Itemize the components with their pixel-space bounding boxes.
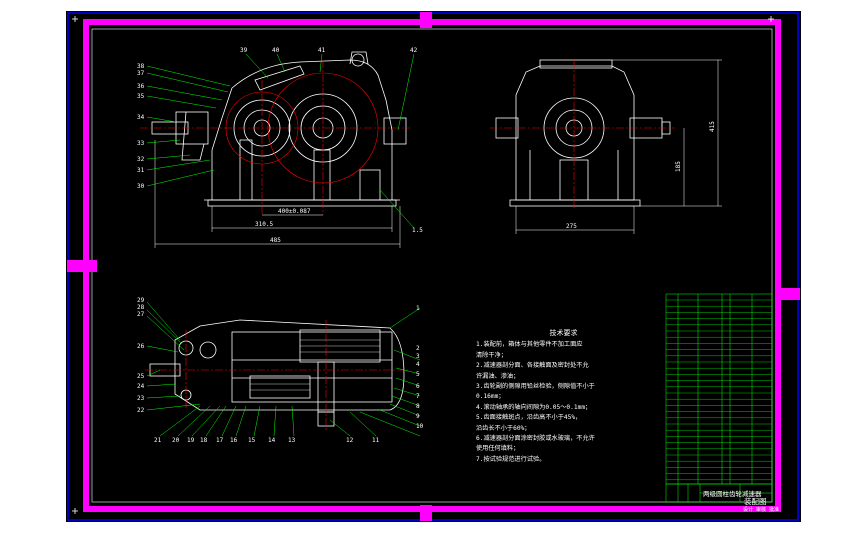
label-41: 41 [318, 47, 326, 54]
centring-mark-bottom [420, 505, 432, 521]
label-27: 27 [137, 311, 145, 318]
label-9: 9 [416, 413, 420, 420]
title-block-drawing-name: 装配图 [744, 497, 767, 506]
title-block-title: 两级圆柱齿轮减速器 [703, 490, 762, 498]
label-7: 7 [416, 393, 420, 400]
front-dim-center-distance: 400±0.087 [278, 208, 311, 215]
parts-list-rows [666, 299, 772, 480]
note-line: 沿齿长不小于60%； [476, 424, 531, 432]
label-33: 33 [137, 140, 145, 147]
technical-notes-title: 技术要求 [549, 329, 578, 337]
label-4: 4 [416, 361, 420, 368]
front-dim-width: 310.5 [255, 221, 273, 228]
label-26: 26 [137, 343, 145, 350]
note-line: 0.16mm； [476, 393, 505, 401]
label-20: 20 [172, 437, 180, 444]
label-39: 39 [240, 47, 248, 54]
label-17: 17 [216, 437, 224, 444]
label-30: 30 [137, 183, 145, 190]
note-line: 4.滚动轴承的轴向间隙为0.05～0.1mm； [476, 403, 592, 411]
label-12: 12 [346, 437, 354, 444]
label-5: 5 [416, 371, 420, 378]
title-block [665, 483, 773, 503]
label-24: 24 [137, 383, 145, 390]
note-line: 7.按试验规范进行试验。 [476, 455, 546, 463]
label-25: 25 [137, 373, 145, 380]
note-line: 清除干净； [476, 351, 507, 359]
label-29: 29 [137, 297, 145, 304]
label-19: 19 [187, 437, 195, 444]
label-1: 1 [416, 305, 420, 312]
label-36: 36 [137, 83, 145, 90]
label-2: 2 [416, 345, 420, 352]
note-line: 3.齿轮副的侧隙用铅丝检验，侧隙值不小于 [476, 383, 595, 391]
label-11: 11 [372, 437, 380, 444]
label-38: 38 [137, 63, 145, 70]
label-21: 21 [154, 437, 162, 444]
label-1-5: 1.5 [412, 227, 423, 234]
label-8: 8 [416, 403, 420, 410]
label-32: 32 [137, 156, 145, 163]
label-42: 42 [410, 47, 418, 54]
front-dim-length: 485 [270, 237, 281, 244]
label-14: 14 [268, 437, 276, 444]
note-line: 2.减速器剖分面、各接触面及密封处不允 [476, 362, 589, 370]
centring-mark-left [67, 260, 97, 272]
parts-list-table [665, 293, 773, 485]
label-40: 40 [272, 47, 280, 54]
label-10: 10 [416, 423, 424, 430]
label-13: 13 [288, 437, 296, 444]
label-15: 15 [248, 437, 256, 444]
label-3: 3 [416, 353, 420, 360]
label-6: 6 [416, 383, 420, 390]
note-line: 5.齿面接触斑点，沿齿高不小于45%， [476, 414, 582, 422]
label-16: 16 [230, 437, 238, 444]
technical-notes: 技术要求 1.装配前，箱体与其他零件不加工面应 清除干净； 2.减速器剖分面、各… [476, 328, 651, 465]
label-34: 34 [137, 114, 145, 121]
note-line: 许漏油、渗油； [476, 372, 520, 380]
title-block-subtitle: 设计 审核 批准 [743, 507, 780, 513]
label-18: 18 [200, 437, 208, 444]
note-line: 使用任何填料； [476, 445, 520, 453]
note-line: 6.减速器剖分面涂密封胶或水玻璃，不允许 [476, 435, 595, 443]
label-35: 35 [137, 93, 145, 100]
side-dim-width: 275 [566, 223, 577, 230]
label-37: 37 [137, 70, 145, 77]
centring-mark-right [780, 288, 800, 300]
label-22: 22 [137, 407, 145, 414]
top-view [149, 319, 405, 427]
label-31: 31 [137, 167, 145, 174]
side-dim-total-height: 415 [709, 121, 716, 132]
note-line: 1.装配前，箱体与其他零件不加工面应 [476, 341, 583, 349]
side-dim-center-height: 185 [675, 161, 682, 172]
centring-mark-top [420, 12, 432, 28]
label-23: 23 [137, 395, 145, 402]
label-28: 28 [137, 304, 145, 311]
paper-background [66, 11, 801, 522]
